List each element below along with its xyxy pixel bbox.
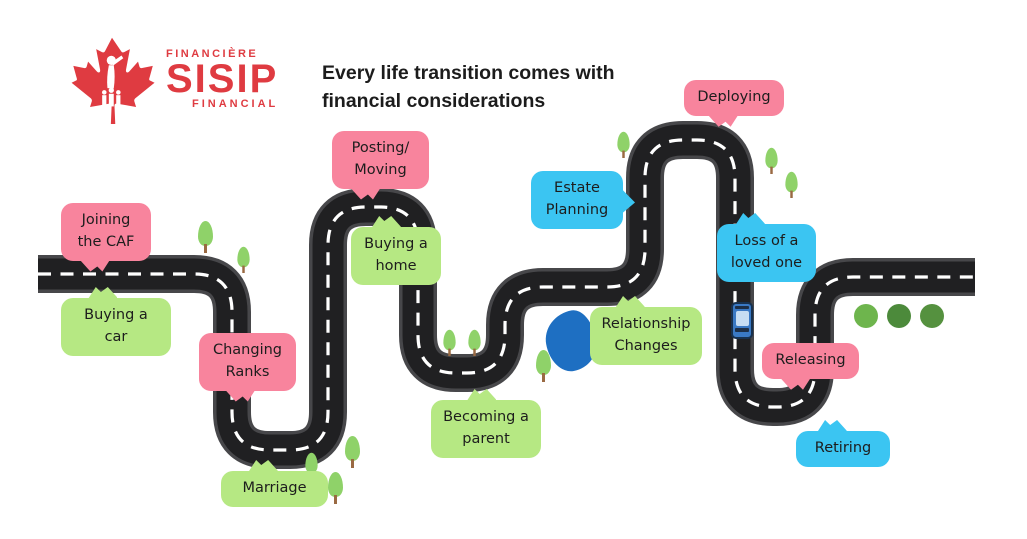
maple-leaf-icon	[66, 34, 158, 126]
soldier-family-silhouette	[101, 55, 124, 107]
milestone-buying-a-home: Buying a home	[351, 227, 441, 285]
milestone-deploying: Deploying	[684, 80, 784, 116]
milestone-marriage: Marriage	[221, 471, 328, 507]
car-windshield	[735, 311, 749, 326]
milestone-changing-ranks: Changing Ranks	[199, 333, 296, 391]
brand-wordmark: FINANCIÈRE SISIP FINANCIAL	[166, 48, 278, 110]
tree-icon	[785, 171, 798, 198]
brand-line-sisip: SISIP	[166, 57, 279, 101]
progress-dot	[854, 304, 878, 328]
tree-icon	[237, 246, 250, 273]
tree-icon	[765, 147, 778, 174]
milestone-estate-planning: Estate Planning	[531, 171, 623, 229]
milestone-relationship-changes: Relationship Changes	[590, 307, 702, 365]
milestone-releasing: Releasing	[762, 343, 859, 379]
milestone-loss-of-a-loved-one: Loss of a loved one	[717, 224, 816, 282]
progress-dot	[920, 304, 944, 328]
car-icon	[731, 302, 753, 339]
tree-icon	[345, 436, 360, 468]
page-title: Every life transition comes with financi…	[322, 62, 615, 112]
milestone-becoming-a-parent: Becoming a parent	[431, 400, 541, 458]
tree-icon	[198, 221, 213, 253]
tree-icon	[468, 329, 481, 356]
brand-line-financial: FINANCIAL	[191, 98, 279, 110]
brand-line-financiere: FINANCIÈRE	[166, 48, 259, 60]
tree-icon	[443, 329, 456, 356]
milestone-buying-a-car: Buying a car	[61, 298, 171, 356]
progress-dot	[887, 304, 911, 328]
tree-icon	[328, 472, 343, 504]
milestone-joining-the-caf: Joining the CAF	[61, 203, 151, 261]
milestone-posting-moving: Posting/ Moving	[332, 131, 429, 189]
milestone-retiring: Retiring	[796, 431, 890, 467]
tree-icon	[617, 131, 630, 158]
tree-icon	[536, 350, 551, 382]
sisip-logo: FINANCIÈRE SISIP FINANCIAL	[66, 34, 278, 126]
